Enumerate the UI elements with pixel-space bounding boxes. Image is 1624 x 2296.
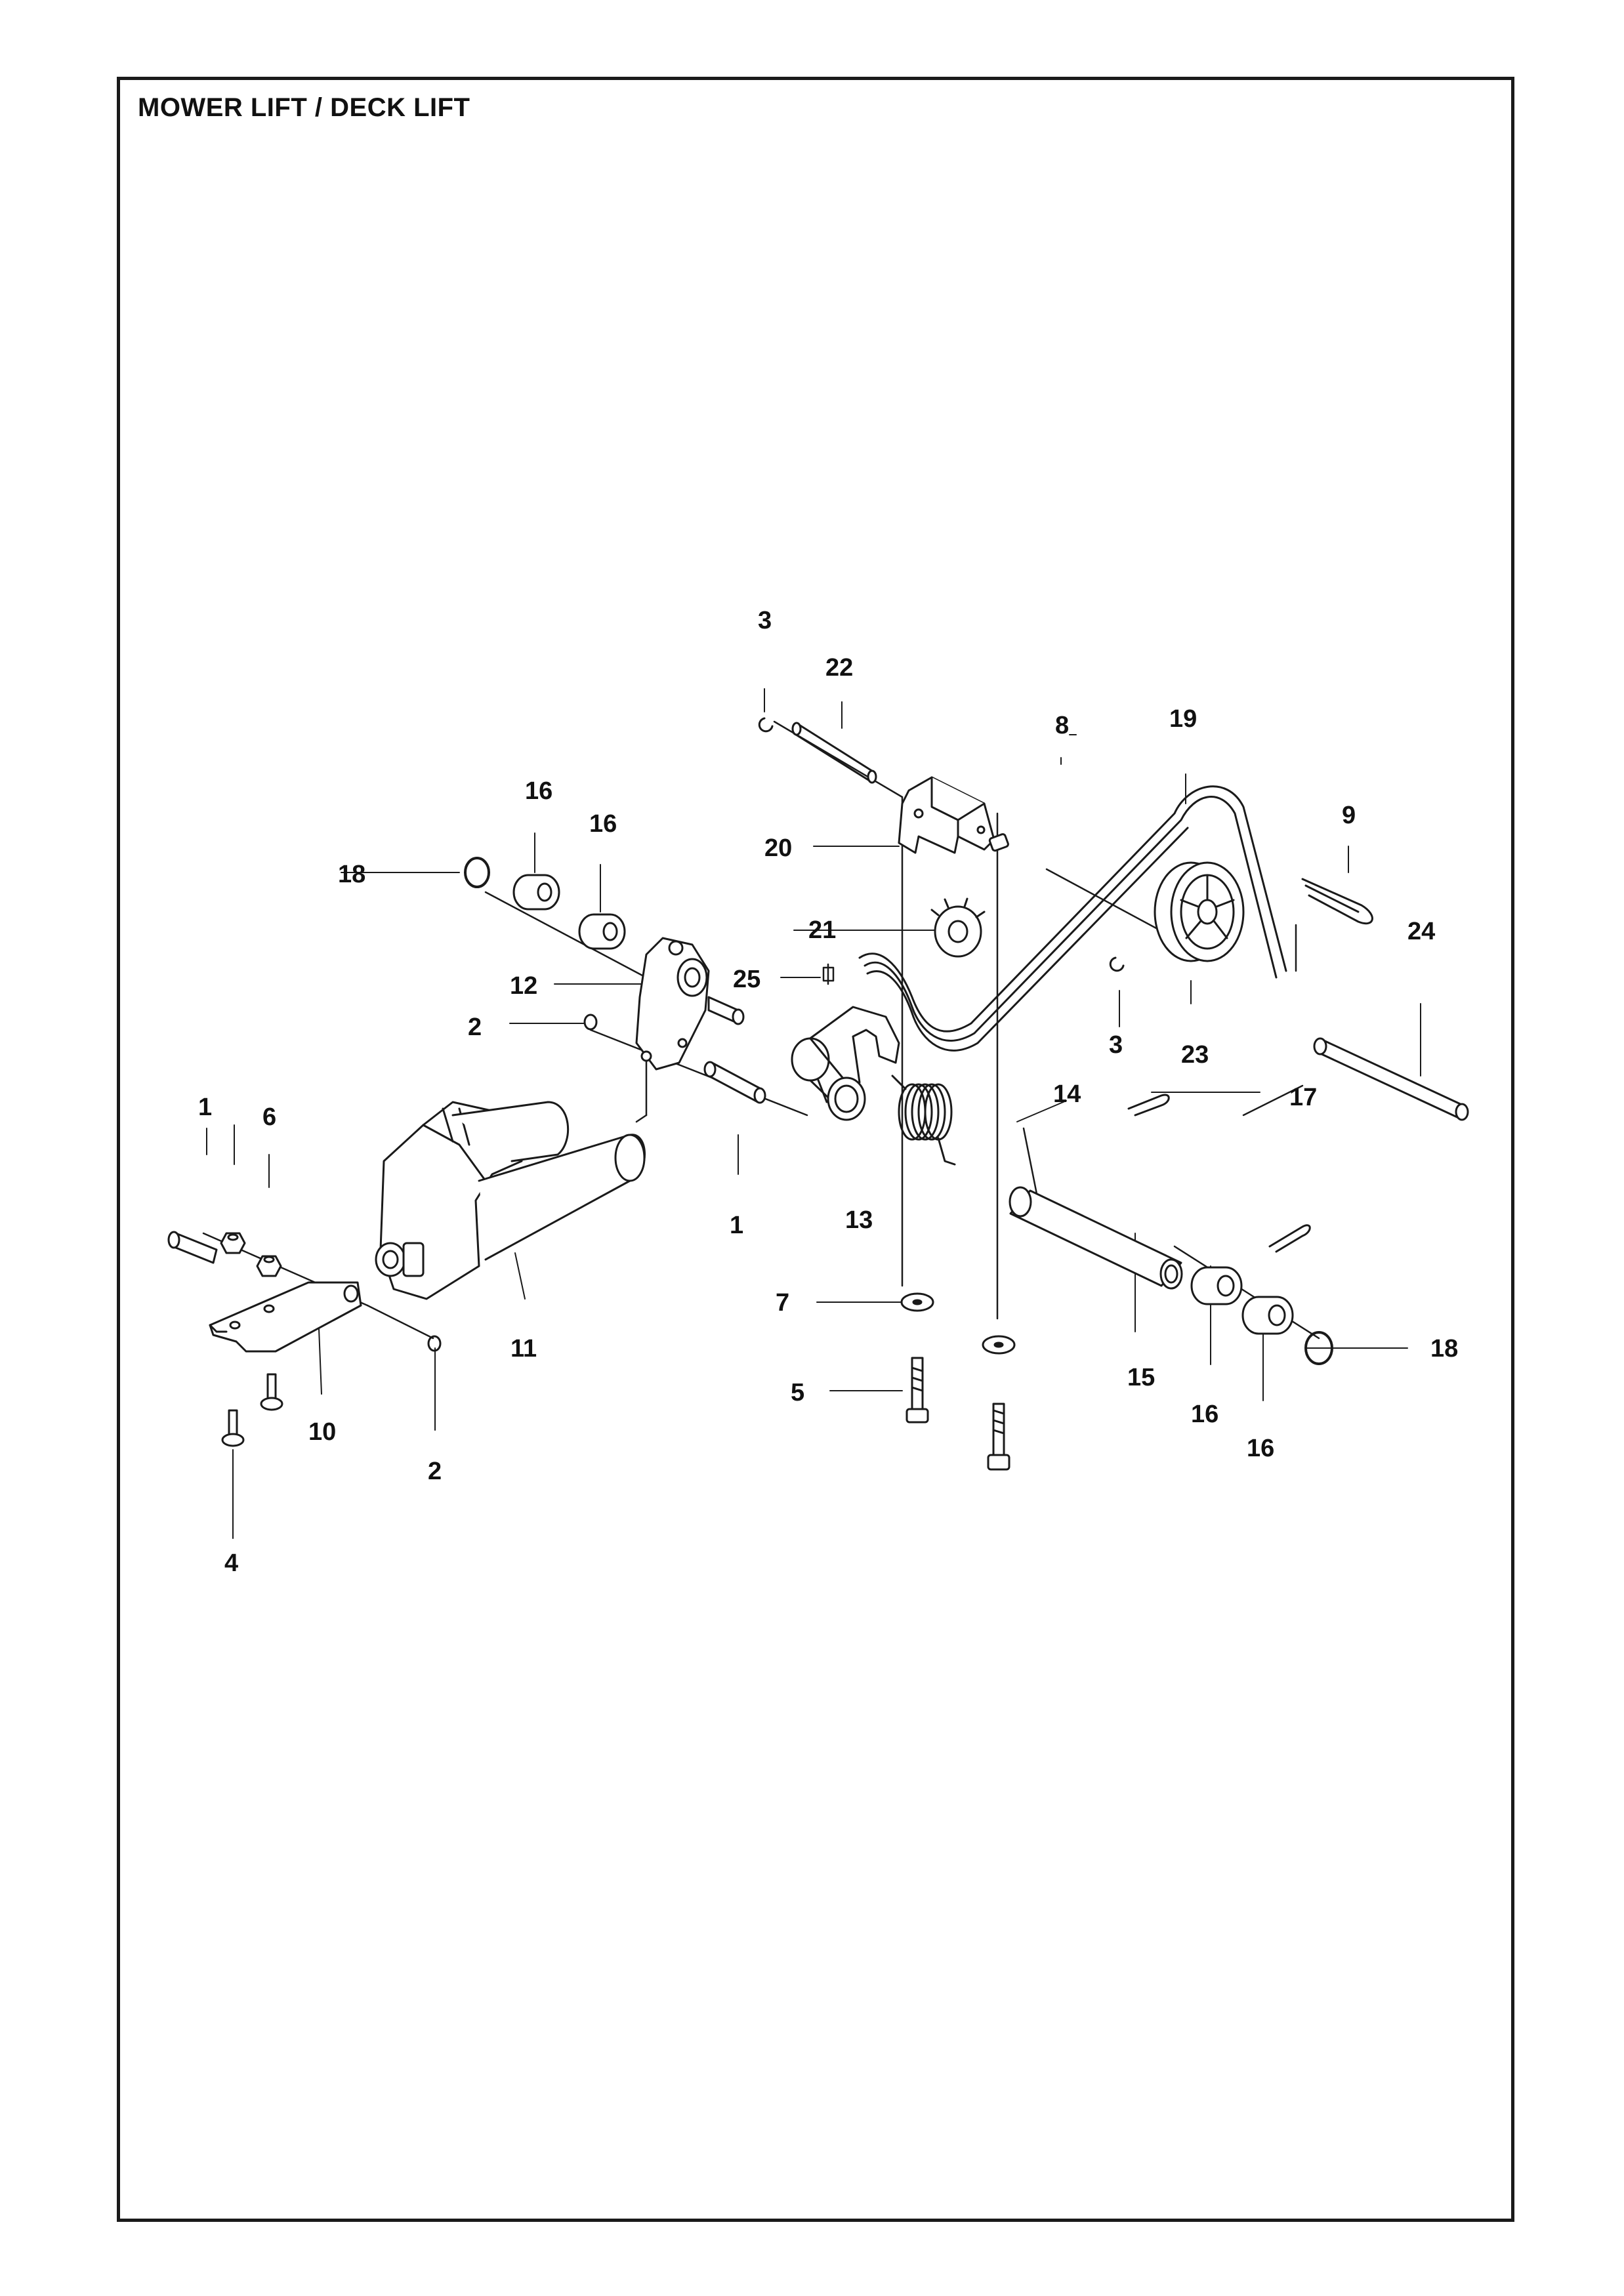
assembly-lines (202, 720, 1320, 1340)
callout-12: 12 (510, 972, 537, 1000)
spacer-16-c (1190, 1266, 1243, 1305)
gear-21 (930, 897, 986, 958)
callout-24: 24 (1407, 918, 1435, 945)
spacer-16-b (578, 913, 626, 950)
callout-1: 1 (730, 1212, 743, 1239)
callout-2: 2 (428, 1458, 442, 1485)
callout-16: 16 (1191, 1401, 1218, 1428)
callout-2: 2 (468, 1014, 482, 1041)
callout-3: 3 (758, 607, 772, 634)
drawing-frame (117, 77, 1514, 2222)
page-title: MOWER LIFT / DECK LIFT (138, 93, 470, 122)
pin-1-left (167, 1231, 218, 1264)
callout-21: 21 (808, 916, 836, 944)
ring-18-a (464, 857, 490, 888)
callout-23: 23 (1181, 1041, 1209, 1069)
callout-13: 13 (845, 1206, 873, 1234)
callout-15: 15 (1127, 1364, 1155, 1391)
callout-5: 5 (791, 1379, 804, 1406)
callout-19: 19 (1169, 705, 1197, 733)
callout-16: 16 (589, 810, 617, 838)
arm-12 (635, 937, 710, 1071)
callout-8: 8 (1055, 712, 1069, 739)
bolt-4 (221, 1373, 283, 1447)
clip-25 (822, 963, 835, 985)
cotter-pin-17-b (1268, 1224, 1311, 1253)
shaft-24 (1313, 1037, 1469, 1121)
ring-18-b (1304, 1331, 1333, 1365)
callout-20: 20 (764, 834, 792, 862)
callout-18: 18 (338, 861, 365, 888)
clip-3-top (758, 717, 774, 733)
bracket-10 (209, 1281, 362, 1353)
spring-14 (891, 1075, 956, 1166)
callout-25: 25 (733, 966, 760, 993)
callout-6: 6 (262, 1103, 276, 1131)
belt-19 (858, 785, 1287, 1052)
actuator-11 (375, 1101, 646, 1300)
pin-1-lower (703, 1061, 766, 1104)
pin-1-upper (707, 996, 745, 1025)
callout-7: 7 (776, 1289, 789, 1317)
leader-lines (206, 688, 1421, 1539)
nut-6-b (220, 1232, 246, 1254)
callout-17: 17 (1289, 1084, 1317, 1111)
callout-22: 22 (825, 654, 853, 682)
callout-10: 10 (308, 1418, 336, 1446)
callout-3: 3 (1109, 1031, 1123, 1059)
callout-16: 16 (1247, 1435, 1274, 1462)
cotter-pin-9 (1301, 878, 1373, 925)
spacer-16-d (1241, 1296, 1294, 1335)
nut-6 (256, 1255, 282, 1277)
cam-arm-13 (791, 1006, 900, 1121)
callout-11: 11 (510, 1335, 537, 1363)
cotter-pin-17 (1127, 1094, 1170, 1117)
bracket-20 (898, 776, 1009, 854)
pulley-23 (1154, 861, 1245, 962)
callout-14: 14 (1053, 1080, 1081, 1108)
bolt-5 (906, 1357, 929, 1424)
clip-3-right (1109, 956, 1125, 972)
spacer-16-a (512, 874, 560, 911)
callout-9: 9 (1342, 802, 1356, 829)
washer-2-a (583, 1014, 598, 1031)
callout-1: 1 (198, 1094, 212, 1121)
pin-22 (791, 722, 877, 784)
washer-2-b (427, 1335, 442, 1352)
callout-16: 16 (525, 777, 552, 805)
callout-4: 4 (224, 1549, 238, 1577)
callout-18: 18 (1430, 1335, 1458, 1363)
callouts: 3 22 8 19 9 24 16 16 18 20 21 25 12 2 3 … (198, 607, 1458, 1577)
tube-15 (1009, 1186, 1183, 1290)
bolt-5-b (987, 1403, 1010, 1471)
